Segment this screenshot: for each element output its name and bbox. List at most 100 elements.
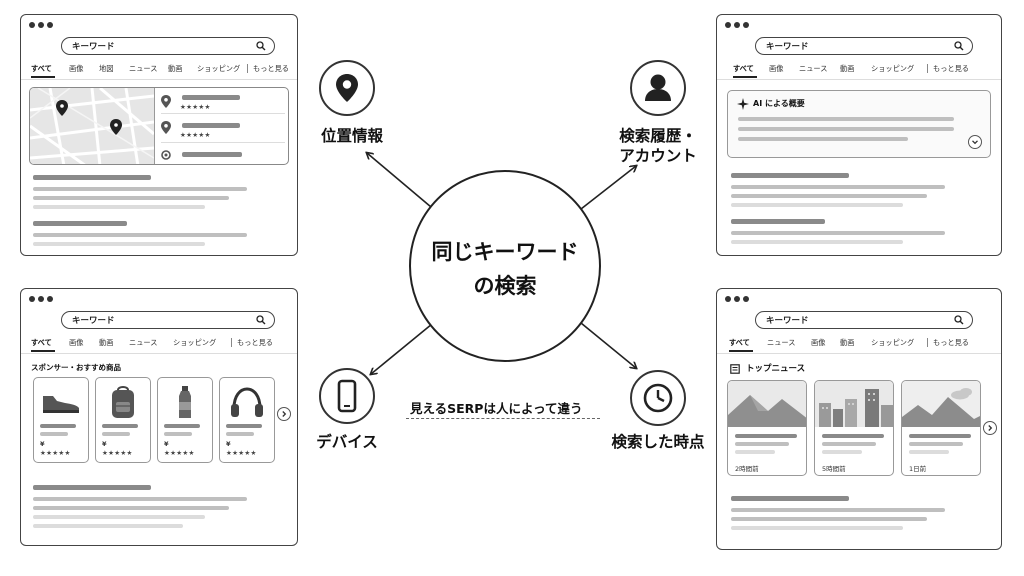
search-icon[interactable] [256,41,266,51]
ai-summary-placeholder [738,127,954,131]
caption: 見えるSERPは人によって違う [410,401,583,416]
tab-images[interactable]: 画像 [69,64,84,73]
location-feature-circle [319,60,375,116]
search-query: キーワード [72,316,115,326]
tab-news[interactable]: ニュース [129,64,158,73]
tab-videos[interactable]: 動画 [840,64,855,73]
tab-separator [247,64,248,73]
tab-all[interactable]: すべて [729,338,750,347]
tab-news[interactable]: ニュース [767,338,796,347]
product-title-placeholder [164,424,200,428]
result-title-placeholder [33,485,151,490]
tab-more[interactable]: もっと見る [253,64,289,73]
search-input[interactable]: キーワード [755,37,973,55]
user-icon [645,74,671,101]
window-titlebar [717,15,1001,35]
tab-all[interactable]: すべて [31,338,52,347]
tab-shopping[interactable]: ショッピング [173,338,217,347]
result-title-placeholder [731,496,849,501]
result-snippet-placeholder [33,497,247,501]
window-dot-icon [29,22,35,28]
city-buildings-icon [815,381,893,427]
location-feature-label: 位置情報 [320,127,383,145]
search-input[interactable]: キーワード [61,311,275,329]
account-feature-label: 検索履歴・ アカウント [606,126,710,166]
tab-shopping[interactable]: ショッピング [871,338,915,347]
tab-images[interactable]: 画像 [811,338,826,347]
account-feature-label-line1: 検索履歴・ [619,127,697,145]
tab-divider [21,79,297,80]
product-rating-stars: ★★★★★ [102,449,133,457]
news-headline-placeholder [909,442,963,446]
search-query: キーワード [766,316,809,326]
result-snippet-placeholder [33,196,229,200]
window-dot-icon [29,296,35,302]
expand-chevron-icon[interactable] [968,135,982,149]
window-dot-icon [743,296,749,302]
search-input[interactable]: キーワード [61,37,275,55]
result-snippet-placeholder [33,506,229,510]
map-pin-icon [110,119,122,135]
tab-videos[interactable]: 動画 [840,338,855,347]
search-query: キーワード [72,42,115,52]
tab-more[interactable]: もっと見る [933,338,969,347]
search-icon[interactable] [954,41,964,51]
product-price: ¥ [226,440,231,448]
search-icon[interactable] [954,315,964,325]
tab-more[interactable]: もっと見る [237,338,273,347]
window-dot-icon [725,22,731,28]
ai-overview-panel[interactable]: AI による概要 [727,90,991,158]
tab-divider [717,79,1001,80]
tab-images[interactable]: 画像 [769,64,784,73]
device-feature-label: デバイス [316,433,378,451]
serp-window-account: キーワード すべて 画像 ニュース 動画 ショッピング もっと見る AI による… [716,14,1002,256]
clock-icon [643,383,673,413]
arrow-to-time [580,322,636,368]
tab-more[interactable]: もっと見る [933,64,969,73]
sponsored-products-label: スポンサー・おすすめ商品 [31,363,121,372]
news-card[interactable]: 5時間前 [814,380,894,476]
tab-shopping[interactable]: ショッピング [871,64,915,73]
tab-images[interactable]: 画像 [69,338,84,347]
news-timestamp: 2時間前 [735,465,759,473]
carousel-next-icon[interactable] [983,421,997,435]
tab-all[interactable]: すべて [31,64,52,73]
tab-shopping[interactable]: ショッピング [197,64,241,73]
tab-maps[interactable]: 地図 [99,64,114,73]
product-rating-stars: ★★★★★ [40,449,71,457]
carousel-next-icon[interactable] [277,407,291,421]
search-icon[interactable] [256,315,266,325]
news-headline-placeholder [909,434,971,438]
search-input[interactable]: キーワード [755,311,973,329]
location-pin-icon [161,95,171,108]
center-circle: 同じキーワード の検索 [409,170,601,362]
window-titlebar [717,289,1001,309]
result-title-placeholder [731,173,849,178]
tab-all[interactable]: すべて [733,64,754,73]
news-headline-placeholder [909,450,949,454]
result-snippet-placeholder [33,187,247,191]
result-snippet-placeholder [731,194,927,198]
listing-rating-stars: ★★★★★ [180,131,211,139]
result-snippet-placeholder [33,524,183,528]
tab-news[interactable]: ニュース [129,338,158,347]
product-card[interactable]: ¥ ★★★★★ [157,377,213,463]
product-card[interactable]: ¥ ★★★★★ [219,377,275,463]
news-headline-placeholder [735,450,775,454]
map-thumbnail [30,88,154,164]
arrow-to-account [580,166,636,210]
tab-news[interactable]: ニュース [799,64,828,73]
tab-videos[interactable]: 動画 [99,338,114,347]
serp-window-device: キーワード すべて 画像 動画 ニュース ショッピング もっと見る スポンサー・… [20,288,298,546]
news-card[interactable]: 2時間前 [727,380,807,476]
tab-bar: すべて 画像 ニュース 動画 ショッピング もっと見る [727,62,991,78]
window-dot-icon [725,296,731,302]
tab-videos[interactable]: 動画 [168,64,183,73]
news-card[interactable]: 1日前 [901,380,981,476]
product-card[interactable]: ¥ ★★★★★ [95,377,151,463]
location-pin-icon [336,74,358,102]
newspaper-icon [730,364,740,374]
product-title-placeholder [226,424,262,428]
product-card[interactable]: ¥ ★★★★★ [33,377,89,463]
local-map-pack[interactable]: ★★★★★ ★★★★★ [29,87,289,165]
